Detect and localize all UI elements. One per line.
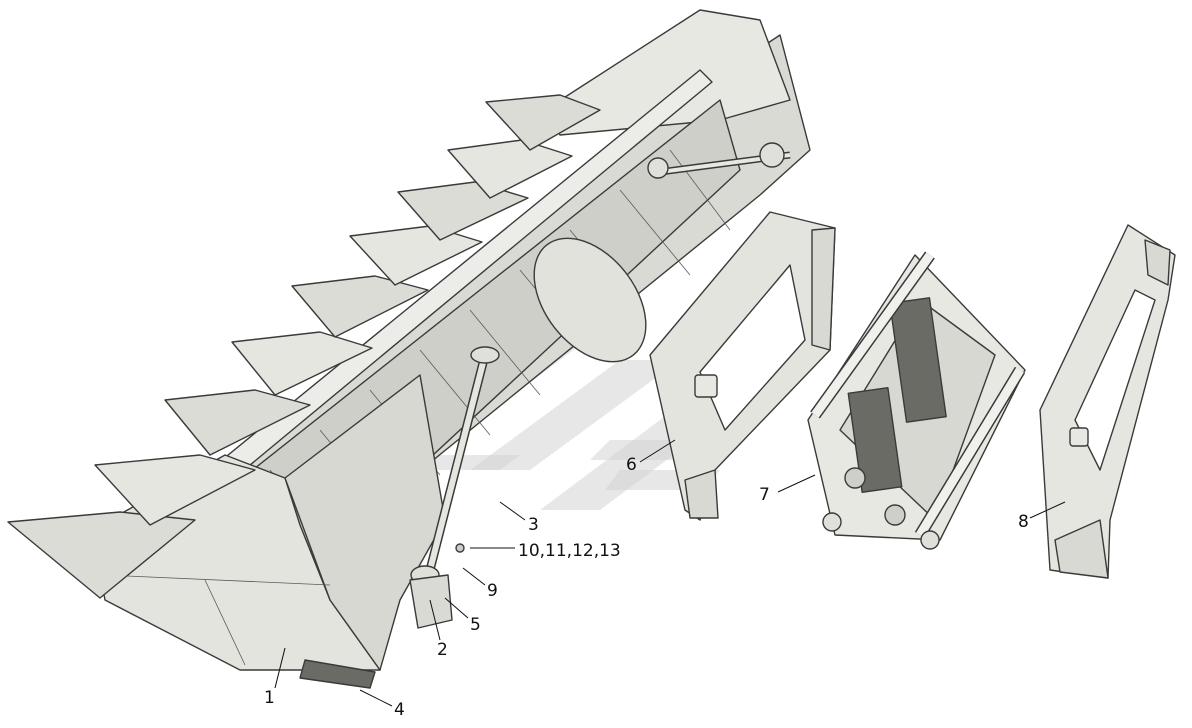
callout-7: 7 <box>759 485 770 505</box>
callout-6: 6 <box>626 455 637 475</box>
callout-1: 1 <box>264 688 275 708</box>
drive-shaft <box>647 142 791 179</box>
callout-leaders <box>274 439 1066 707</box>
callout-4: 4 <box>394 700 405 720</box>
crop-dividers <box>7 94 601 599</box>
callout-2: 2 <box>437 640 448 660</box>
callout-5: 5 <box>470 615 481 635</box>
rear-frame-part-8 <box>1039 224 1176 579</box>
frame-adapter-part-6 <box>649 211 836 521</box>
callout-8: 8 <box>1018 512 1029 532</box>
callout-10-11-12-13: 10,11,12,13 <box>518 541 621 561</box>
intermediate-frame-part-7 <box>807 251 1026 550</box>
lower-drive-assembly <box>409 346 500 629</box>
callout-3: 3 <box>528 515 539 535</box>
callout-labels: 1 2 3 4 5 6 7 8 9 10,11,12,13 <box>264 455 1029 720</box>
callout-9: 9 <box>487 581 498 601</box>
